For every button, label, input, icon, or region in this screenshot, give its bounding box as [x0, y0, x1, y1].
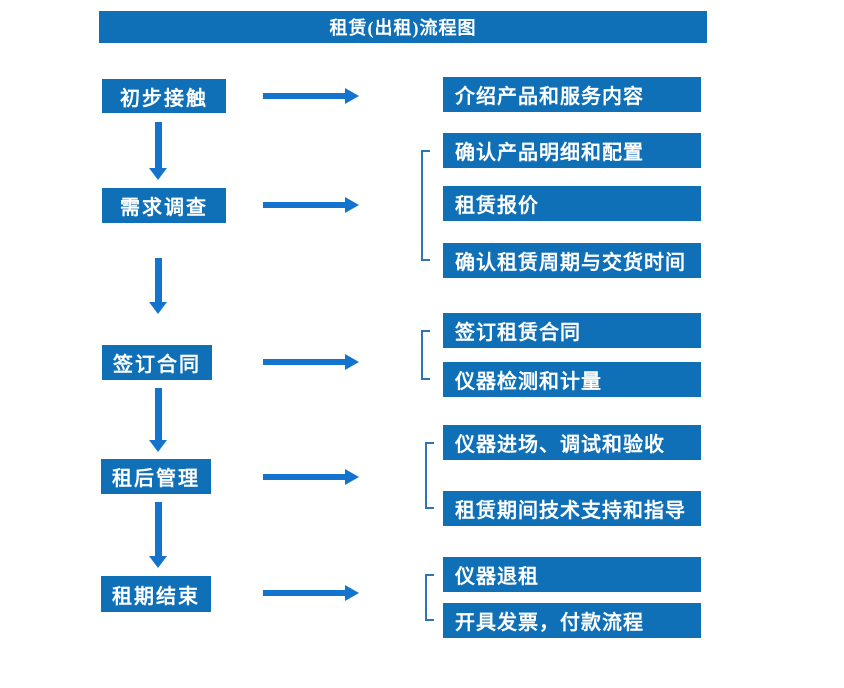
output-box-invoice-payment: 开具发票，付款流程	[443, 603, 701, 638]
step-box-initial-contact: 初步接触	[102, 79, 226, 113]
output-box-instrument-setup: 仪器进场、调试和验收	[443, 425, 701, 460]
group-bracket	[425, 442, 434, 509]
arrow-stem	[263, 590, 345, 596]
output-box-introduce-products: 介绍产品和服务内容	[443, 77, 701, 112]
arrow-head-icon	[345, 88, 359, 104]
arrow-head-icon	[345, 354, 359, 370]
output-box-technical-support: 租赁期间技术支持和指导	[443, 491, 701, 526]
arrow-stem	[263, 359, 345, 365]
step-box-demand-survey: 需求调查	[102, 188, 226, 223]
step-box-post-rental-management: 租后管理	[101, 459, 211, 494]
arrow-head-icon	[345, 197, 359, 213]
group-bracket	[425, 574, 434, 621]
output-box-instrument-testing: 仪器检测和计量	[443, 362, 701, 397]
group-bracket	[421, 330, 430, 380]
arrow-stem	[155, 122, 162, 168]
group-bracket	[421, 150, 430, 261]
arrow-head-icon	[149, 556, 167, 568]
step-box-rental-end: 租期结束	[101, 576, 211, 612]
arrow-stem	[263, 474, 345, 480]
arrow-stem	[263, 202, 345, 208]
arrow-stem	[155, 388, 162, 440]
step-box-sign-contract: 签订合同	[102, 345, 212, 380]
arrow-head-icon	[149, 168, 167, 180]
arrow-head-icon	[345, 469, 359, 485]
arrow-head-icon	[345, 585, 359, 601]
output-box-sign-rental-contract: 签订租赁合同	[443, 313, 701, 348]
output-box-rental-quotation: 租赁报价	[443, 186, 701, 221]
arrow-head-icon	[149, 302, 167, 314]
flowchart-title: 租赁(出租)流程图	[99, 11, 707, 43]
arrow-stem	[155, 258, 162, 302]
arrow-head-icon	[149, 440, 167, 452]
arrow-stem	[263, 93, 345, 99]
output-box-instrument-return: 仪器退租	[443, 557, 701, 592]
output-box-confirm-product-config: 确认产品明细和配置	[443, 133, 701, 168]
arrow-stem	[155, 502, 162, 556]
output-box-confirm-period-delivery: 确认租赁周期与交货时间	[443, 243, 701, 278]
